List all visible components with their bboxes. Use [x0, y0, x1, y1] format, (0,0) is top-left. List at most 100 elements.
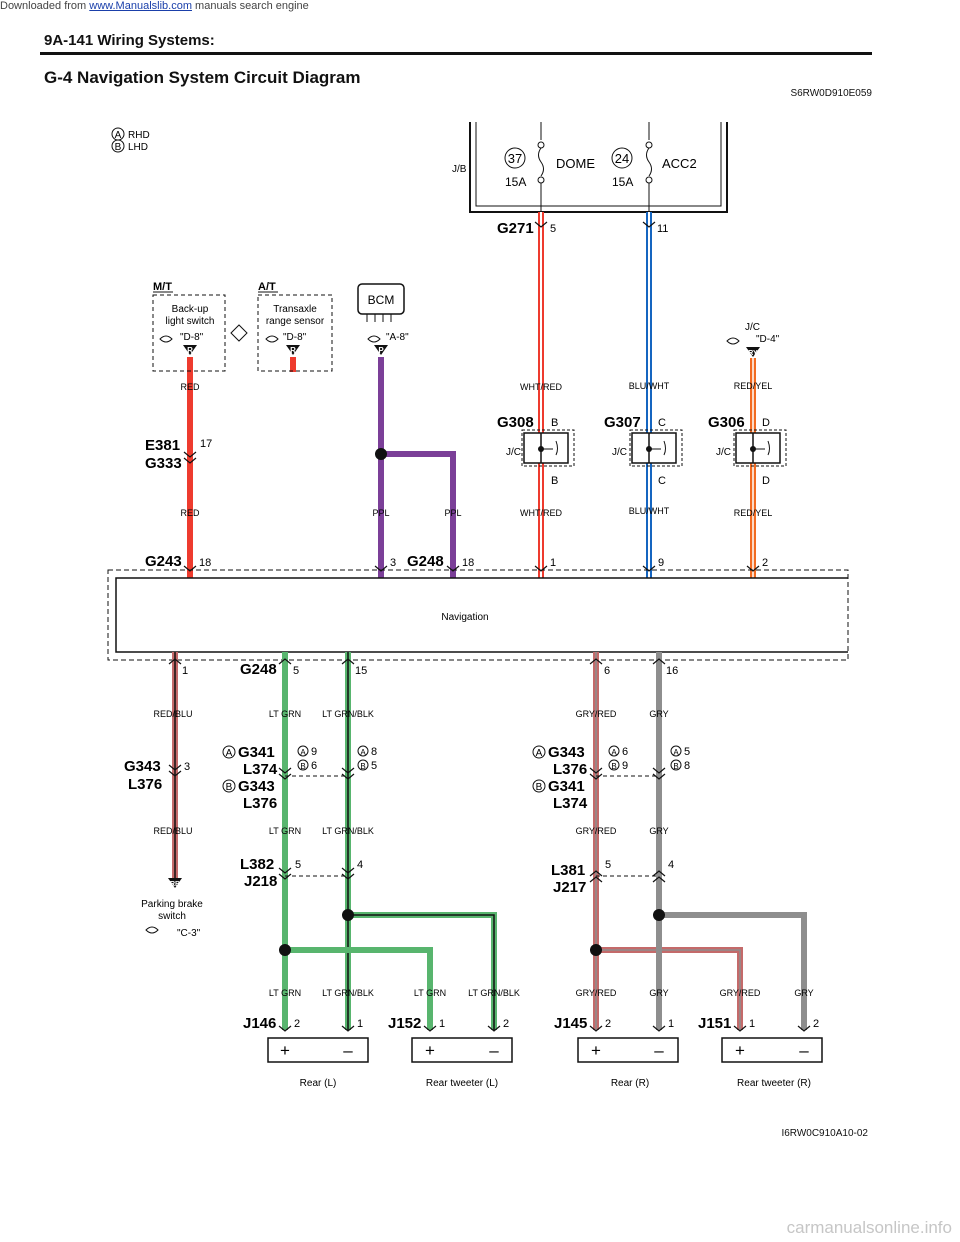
header-rule — [40, 52, 872, 55]
at-label: A/T — [258, 281, 276, 293]
joint-connectors: J/C J/C J/C — [506, 429, 787, 467]
svg-text:LT GRN/BLK: LT GRN/BLK — [322, 826, 374, 836]
parking-line1: Parking brake — [141, 899, 203, 910]
manualslib-link[interactable]: www.Manualslib.com — [89, 0, 192, 12]
svg-text:G248: G248 — [407, 553, 444, 570]
svg-text:A: A — [611, 748, 617, 757]
svg-text:J217: J217 — [553, 879, 586, 896]
legend-a-badge: A — [115, 130, 122, 141]
svg-text:L382: L382 — [240, 856, 274, 873]
mt-label: M/T — [153, 281, 172, 293]
svg-text:G248: G248 — [240, 661, 277, 678]
svg-text:G333: G333 — [145, 455, 182, 472]
svg-text:L381: L381 — [551, 862, 585, 879]
svg-text:4: 4 — [357, 859, 363, 871]
svg-text:2: 2 — [762, 557, 768, 569]
fuse-24-badge — [611, 147, 633, 169]
svg-text:+: + — [735, 1041, 745, 1060]
svg-text:2: 2 — [503, 1018, 509, 1030]
svg-text:B: B — [611, 762, 616, 771]
svg-text:9: 9 — [311, 746, 317, 758]
bcm-label: BCM — [368, 293, 395, 307]
fuse-dome-amp: 15A — [505, 175, 526, 189]
svg-text:A: A — [536, 748, 543, 759]
jc-d4-ref: "D-4" — [756, 334, 780, 345]
svg-text:5: 5 — [293, 665, 299, 677]
svg-text:9: 9 — [658, 557, 664, 569]
svg-text:BLU/WHT: BLU/WHT — [629, 506, 670, 516]
pin-numbers: 5 11 17 B C D B C D 18 3 18 1 9 2 1 5 15… — [182, 223, 819, 1030]
svg-text:5: 5 — [295, 859, 301, 871]
svg-text:LT GRN/BLK: LT GRN/BLK — [322, 988, 374, 998]
wire-labels: RED RED WHT/RED WHT/RED BLU/WHT BLU/WHT … — [153, 381, 813, 998]
svg-text:LT GRN: LT GRN — [269, 988, 301, 998]
svg-text:D: D — [762, 417, 770, 429]
svg-text:G306: G306 — [708, 414, 745, 431]
svg-text:C: C — [658, 417, 666, 429]
speaker-tweeter-r — [721, 1037, 823, 1063]
svg-text:–: – — [343, 1041, 353, 1060]
svg-text:9: 9 — [622, 760, 628, 772]
svg-text:G243: G243 — [145, 553, 182, 570]
rear-r-label: Rear (R) — [611, 1078, 649, 1089]
svg-text:2: 2 — [294, 1018, 300, 1030]
svg-text:LT GRN: LT GRN — [414, 988, 446, 998]
navigation-unit: Navigation — [107, 569, 849, 661]
svg-text:6: 6 — [622, 746, 628, 758]
rear-l-label: Rear (L) — [300, 1078, 337, 1089]
fuse-24-number: 24 — [615, 151, 629, 166]
svg-text:LT GRN: LT GRN — [269, 826, 301, 836]
svg-text:J145: J145 — [554, 1015, 587, 1032]
backup-light-switch: M/T Back-up light switch "D-8" R — [152, 281, 226, 372]
svg-text:–: – — [654, 1041, 664, 1060]
svg-text:L376: L376 — [243, 795, 277, 812]
svg-text:6: 6 — [311, 760, 317, 772]
svg-text:LT GRN/BLK: LT GRN/BLK — [468, 988, 520, 998]
transaxle-ref: "D-8" — [283, 332, 307, 343]
svg-text:15: 15 — [355, 665, 367, 677]
jc-d4-tag: RY — [748, 350, 758, 357]
svg-text:1: 1 — [749, 1018, 755, 1030]
svg-text:PPL: PPL — [444, 508, 461, 518]
svg-text:C: C — [658, 475, 666, 487]
wire-ppl — [375, 357, 456, 578]
parking-ref: "C-3" — [177, 928, 201, 939]
parking-brake-switch: RB Parking brake switch "C-3" — [141, 878, 203, 939]
jc-label-3: J/C — [716, 447, 731, 458]
svg-text:17: 17 — [200, 438, 212, 450]
jc-d4-label: J/C — [745, 322, 760, 333]
figure-code: I6RW0C910A10-02 — [781, 1128, 868, 1139]
legend-b-badge: B — [115, 142, 122, 153]
ab-badges — [222, 745, 682, 793]
svg-text:B: B — [551, 417, 558, 429]
svg-text:B: B — [360, 762, 365, 771]
svg-text:G343: G343 — [238, 778, 275, 795]
svg-text:5: 5 — [684, 746, 690, 758]
svg-text:LT GRN/BLK: LT GRN/BLK — [322, 709, 374, 719]
svg-text:GRY: GRY — [794, 988, 813, 998]
bcm-module: BCM "A-8" P — [357, 283, 409, 355]
backup-line2: light switch — [166, 316, 215, 327]
svg-text:+: + — [425, 1041, 435, 1060]
backup-ref: "D-8" — [180, 332, 204, 343]
svg-text:A: A — [360, 748, 366, 757]
download-note: Downloaded from www.Manualslib.com manua… — [0, 0, 309, 12]
svg-text:E381: E381 — [145, 437, 180, 454]
svg-text:J151: J151 — [698, 1015, 731, 1032]
svg-text:WHT/RED: WHT/RED — [520, 382, 562, 392]
svg-text:RED: RED — [180, 382, 200, 392]
wire-gry-red — [593, 652, 743, 1030]
parking-line2: switch — [158, 911, 186, 922]
fuse-37-number: 37 — [508, 151, 522, 166]
svg-text:1: 1 — [182, 665, 188, 677]
backup-line1: Back-up — [172, 304, 209, 315]
navigation-label: Navigation — [441, 612, 488, 623]
fuse-acc2-amp: 15A — [612, 175, 633, 189]
tweeter-r-label: Rear tweeter (R) — [737, 1078, 811, 1089]
svg-text:WHT/RED: WHT/RED — [520, 508, 562, 518]
svg-text:4: 4 — [668, 859, 674, 871]
svg-text:RED/BLU: RED/BLU — [153, 709, 192, 719]
svg-text:GRY/RED: GRY/RED — [576, 988, 617, 998]
jc-label-1: J/C — [506, 447, 521, 458]
svg-text:RED: RED — [180, 508, 200, 518]
